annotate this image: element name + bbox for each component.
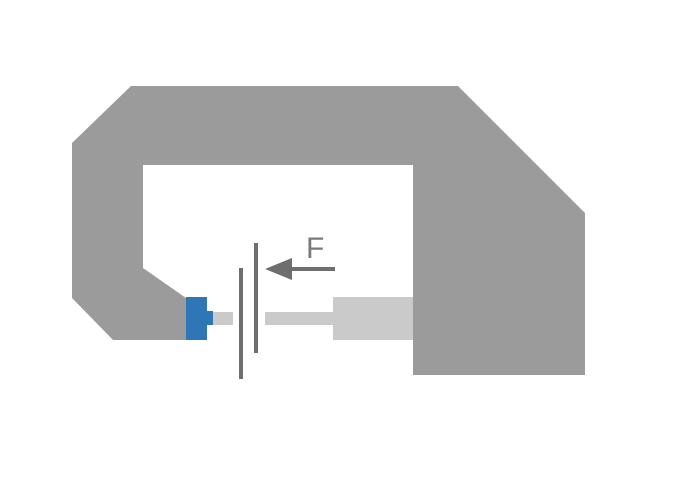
anvil-stub <box>213 312 233 325</box>
force-label: F <box>306 232 324 265</box>
sensor-plate-right <box>254 243 258 353</box>
force-arrow-head <box>265 258 292 280</box>
spindle-sleeve <box>333 297 413 340</box>
spindle-shaft <box>265 312 335 325</box>
force-arrow-shaft <box>288 267 335 271</box>
clamp-frame <box>72 86 585 375</box>
sensor-plate-left <box>239 268 243 379</box>
anvil-contact-pad <box>186 297 207 340</box>
anvil-contact-tip <box>207 311 213 325</box>
